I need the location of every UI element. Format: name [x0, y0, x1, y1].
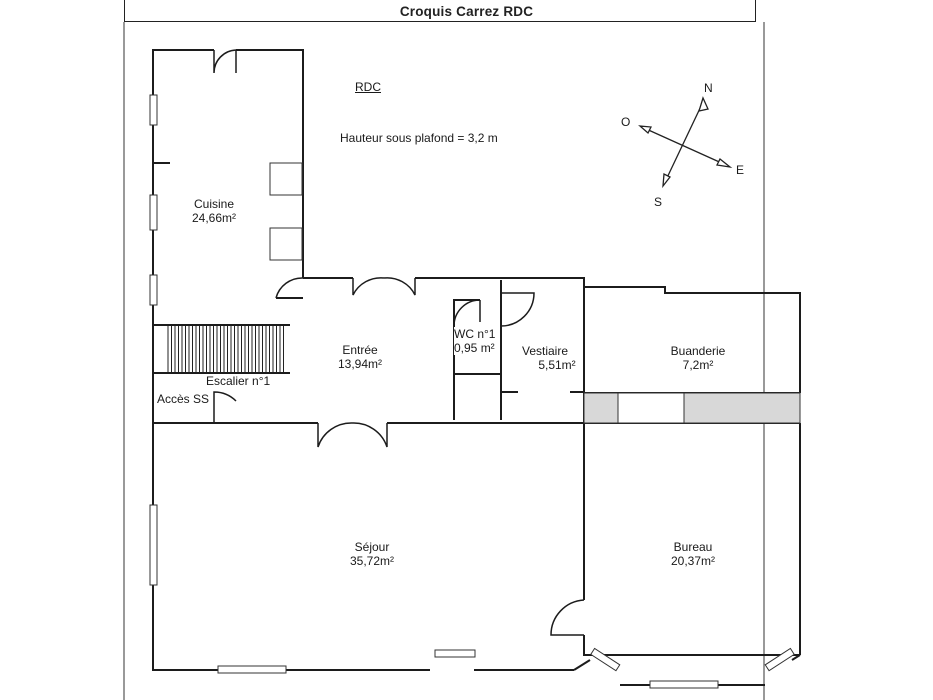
room-vestiaire: Vestiaire 5,51m² [514, 344, 576, 372]
basement-access-label: Accès SS [157, 392, 210, 406]
room-area: 5,51m² [538, 358, 576, 372]
room-area: 7,2m² [682, 358, 714, 372]
title-frame [124, 0, 756, 22]
room-wc: WC n°1 0,95 m² [454, 327, 496, 355]
plan-title: Croquis Carrez RDC [399, 4, 534, 19]
room-cuisine: Cuisine 24,66m² [192, 197, 236, 225]
room-name: WC n°1 [454, 327, 496, 341]
room-buanderie: Buanderie 7,2m² [671, 344, 726, 372]
compass-south-label: S [654, 195, 663, 209]
room-area: 35,72m² [349, 554, 395, 568]
room-area: 0,95 m² [454, 341, 495, 355]
room-bureau: Bureau 20,37m² [671, 540, 715, 568]
room-name: Buanderie [670, 344, 726, 358]
room-name: Séjour [354, 540, 390, 554]
room-sejour: Séjour 35,72m² [350, 540, 394, 568]
compass-rose [638, 96, 733, 189]
compass-north-label: N [704, 81, 713, 95]
buanderie-shelves [583, 392, 801, 424]
doors [213, 49, 585, 636]
compass-east-label: E [736, 163, 745, 177]
room-entree: Entrée 13,94m² [338, 343, 382, 371]
room-area: 13,94m² [337, 357, 383, 371]
level-label: RDC [355, 80, 381, 94]
room-area: 20,37m² [670, 554, 716, 568]
compass-west-label: O [621, 115, 631, 129]
room-name: Vestiaire [521, 344, 569, 358]
staircase [167, 326, 284, 372]
room-name: Entrée [342, 343, 378, 357]
room-name: Cuisine [193, 197, 235, 211]
page-frame [123, 22, 765, 700]
ceiling-height-note: Hauteur sous plafond = 3,2 m [340, 131, 498, 145]
room-area: 24,66m² [191, 211, 237, 225]
stair-label: Escalier n°1 [204, 374, 273, 388]
windows [149, 94, 795, 689]
room-name: Bureau [673, 540, 713, 554]
